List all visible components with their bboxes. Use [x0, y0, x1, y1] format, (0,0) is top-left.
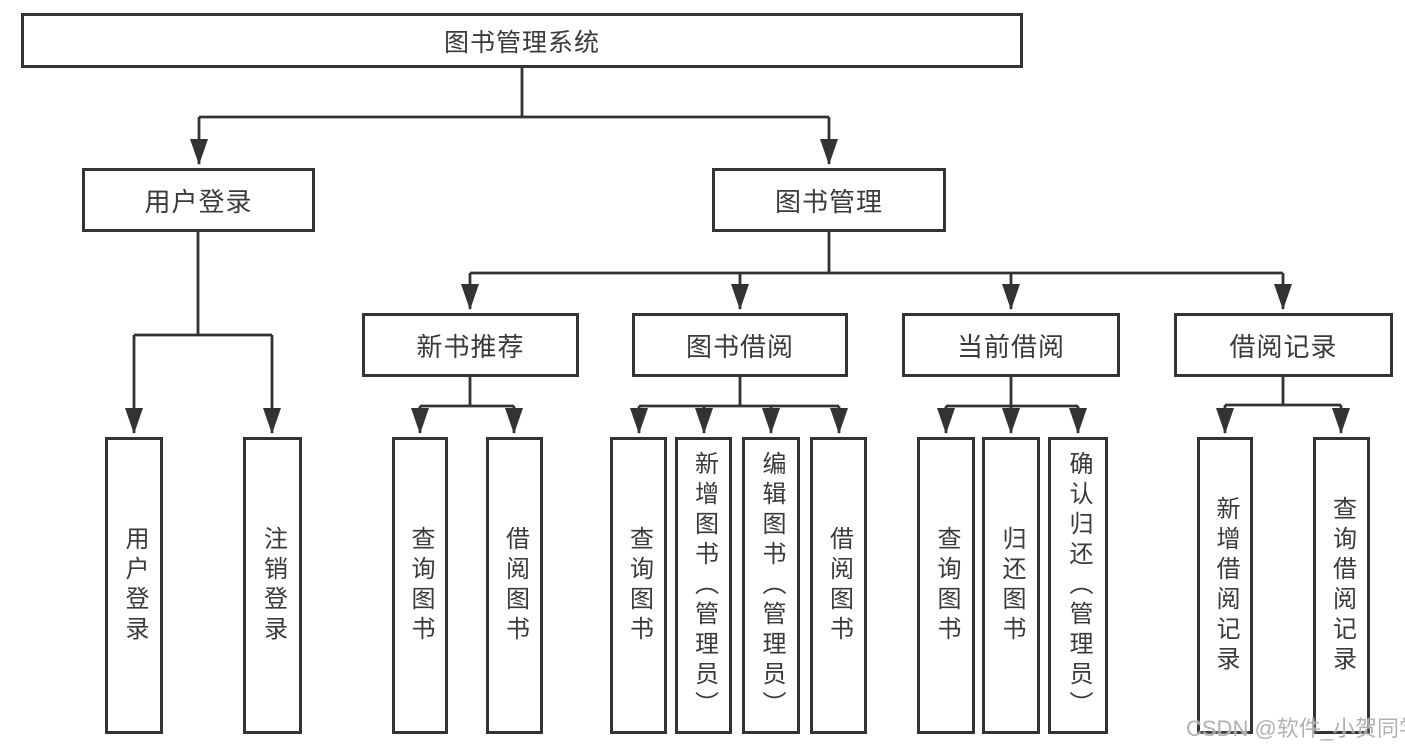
leaf-query-borrow-record: 查询借阅记录 — [1313, 437, 1370, 734]
leaf-query-books-borrowing: 查询图书 — [610, 437, 667, 734]
leaf-user-login: 用户登录 — [105, 437, 163, 734]
node-root-label: 图书管理系统 — [443, 28, 600, 57]
connector-newbook-trunk — [420, 377, 514, 408]
leaf-query-books-borrowing-label: 查询图书 — [625, 525, 653, 646]
leaf-confirm-return-admin: 确认归还（管理员） — [1048, 437, 1108, 734]
connector-bookborrow-trunk — [639, 377, 839, 408]
leaf-edit-books-admin-label: 编辑图书（管理员） — [758, 450, 785, 721]
connector-records-trunk — [1225, 377, 1341, 407]
leaf-add-books-admin: 新增图书（管理员） — [675, 437, 732, 734]
leaf-edit-books-admin: 编辑图书（管理员） — [742, 437, 800, 734]
node-root: 图书管理系统 — [21, 13, 1023, 68]
node-new-book-recommend: 新书推荐 — [362, 313, 579, 377]
watermark-text: CSDN @软件_小贺同学 — [1186, 716, 1405, 741]
leaf-add-books-admin-label: 新增图书（管理员） — [690, 450, 718, 721]
node-new-book-recommend-label: 新书推荐 — [416, 331, 525, 362]
leaf-add-borrow-record: 新增借阅记录 — [1197, 437, 1253, 734]
leaf-borrow-books-borrowing-label: 借阅图书 — [825, 525, 853, 646]
leaf-confirm-return-admin-label: 确认归还（管理员） — [1065, 450, 1092, 721]
node-book-borrowing: 图书借阅 — [632, 313, 848, 377]
node-book-management: 图书管理 — [712, 168, 946, 232]
node-book-borrowing-label: 图书借阅 — [685, 331, 794, 362]
leaf-borrow-books-recommend-label: 借阅图书 — [501, 525, 529, 646]
node-user-login-label: 用户登录 — [144, 186, 253, 217]
leaf-logout-label: 注销登录 — [259, 525, 287, 646]
leaf-add-borrow-record-label: 新增借阅记录 — [1212, 495, 1239, 676]
leaf-query-books-current-label: 查询图书 — [933, 525, 960, 646]
leaf-logout: 注销登录 — [243, 437, 302, 734]
connector-currentborrow-trunk — [946, 377, 1078, 408]
node-current-borrowing: 当前借阅 — [902, 313, 1120, 377]
connector-bookmgmt-trunk — [470, 232, 1283, 275]
leaf-query-books-current: 查询图书 — [917, 437, 975, 734]
connector-userlogin-trunk — [134, 232, 272, 337]
node-book-management-label: 图书管理 — [774, 186, 883, 217]
leaf-query-books-recommend-label: 查询图书 — [407, 525, 434, 646]
leaf-query-borrow-record-label: 查询借阅记录 — [1328, 495, 1356, 676]
leaf-user-login-label: 用户登录 — [121, 525, 148, 646]
leaf-return-books-label: 归还图书 — [998, 525, 1025, 646]
node-current-borrowing-label: 当前借阅 — [956, 331, 1065, 362]
connector-root-trunk — [199, 68, 829, 119]
leaf-borrow-books-borrowing: 借阅图书 — [810, 437, 867, 734]
leaf-borrow-books-recommend: 借阅图书 — [486, 437, 543, 734]
leaf-return-books: 归还图书 — [982, 437, 1040, 734]
node-borrow-records: 借阅记录 — [1174, 313, 1393, 377]
leaf-query-books-recommend: 查询图书 — [392, 437, 448, 734]
node-borrow-records-label: 借阅记录 — [1229, 331, 1338, 362]
node-user-login: 用户登录 — [82, 168, 315, 232]
